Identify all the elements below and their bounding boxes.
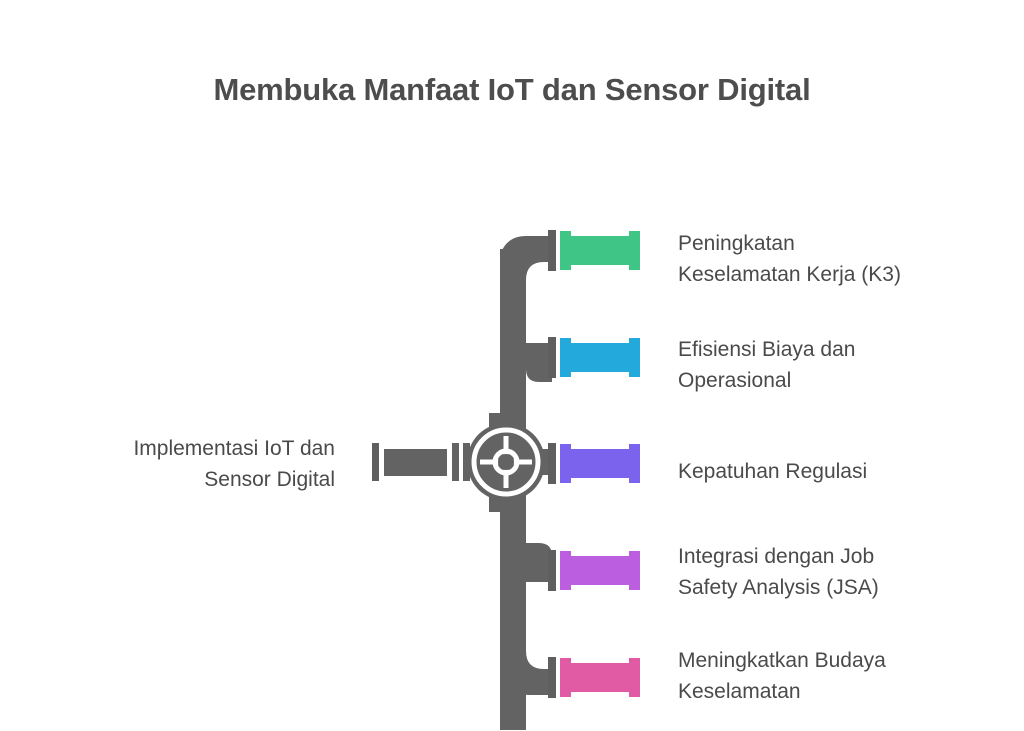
branch-label-4-line2: Safety Analysis (JSA) <box>678 576 879 599</box>
branch-label-1-line1: Peningkatan <box>678 232 795 255</box>
branch-label-5-line1: Meningkatkan Budaya <box>678 649 886 672</box>
branch-arm-4 <box>500 556 552 582</box>
valve-hub-center <box>498 454 514 470</box>
branch-spool-3 <box>560 444 640 483</box>
fillet-2-redraw <box>526 369 552 382</box>
branch-flange-1 <box>548 230 556 271</box>
branch-elbow-1 <box>500 236 552 280</box>
branch-pipe-1 <box>548 230 640 271</box>
branch-label-5-line2: Keselamatan <box>678 680 801 703</box>
branch-pipe-4 <box>548 550 640 591</box>
fillet-4-redraw <box>526 543 552 556</box>
branch-arm-2b <box>526 343 552 369</box>
branch-flange-4 <box>548 550 556 591</box>
branch-label-4: Integrasi dengan Job Safety Analysis (JS… <box>678 541 998 603</box>
branch-label-2-line1: Efisiensi Biaya dan <box>678 338 856 361</box>
manifold-fillet-redraw <box>526 369 552 556</box>
branch-label-1-line2: Keselamatan Kerja (K3) <box>678 263 901 286</box>
inlet-collar-b <box>463 443 470 481</box>
valve-wheel-icon <box>467 413 545 512</box>
branch-spool-2 <box>560 338 640 377</box>
branch-flange-3 <box>548 443 556 484</box>
branch-label-2: Efisiensi Biaya dan Operasional <box>678 334 998 396</box>
branch-pipe-2 <box>548 337 640 378</box>
source-label-line1: Implementasi IoT dan <box>133 437 335 460</box>
branch-elbow-5 <box>500 651 552 695</box>
branch-label-3-line1: Kepatuhan Regulasi <box>678 460 868 483</box>
inlet-end-flange <box>372 443 379 481</box>
valve-hub-ring <box>492 448 520 476</box>
branch-label-1: Peningkatan Keselamatan Kerja (K3) <box>678 228 998 290</box>
branch-spool-5 <box>560 658 640 697</box>
branch-flange-5 <box>548 657 556 698</box>
inlet-collar-a <box>452 443 459 481</box>
branch-label-5: Meningkatkan Budaya Keselamatan <box>678 645 998 707</box>
branch-spool-4 <box>560 551 640 590</box>
branch-pipe-5 <box>548 657 640 698</box>
branch-spool-1 <box>560 231 640 270</box>
branch-flange-2 <box>548 337 556 378</box>
inlet-pipe-body <box>384 449 447 476</box>
valve-outer-ring <box>471 427 541 497</box>
branch-label-2-line2: Operasional <box>678 369 792 392</box>
inlet-pipe-group <box>372 443 470 481</box>
source-label-line2: Sensor Digital <box>204 468 335 491</box>
branch-pipe-3 <box>548 443 640 484</box>
page-title: Membuka Manfaat IoT dan Sensor Digital <box>213 72 811 107</box>
branch-label-3: Kepatuhan Regulasi <box>678 456 998 487</box>
branch-label-4-line1: Integrasi dengan Job <box>678 545 875 568</box>
source-label: Implementasi IoT dan Sensor Digital <box>40 433 335 495</box>
